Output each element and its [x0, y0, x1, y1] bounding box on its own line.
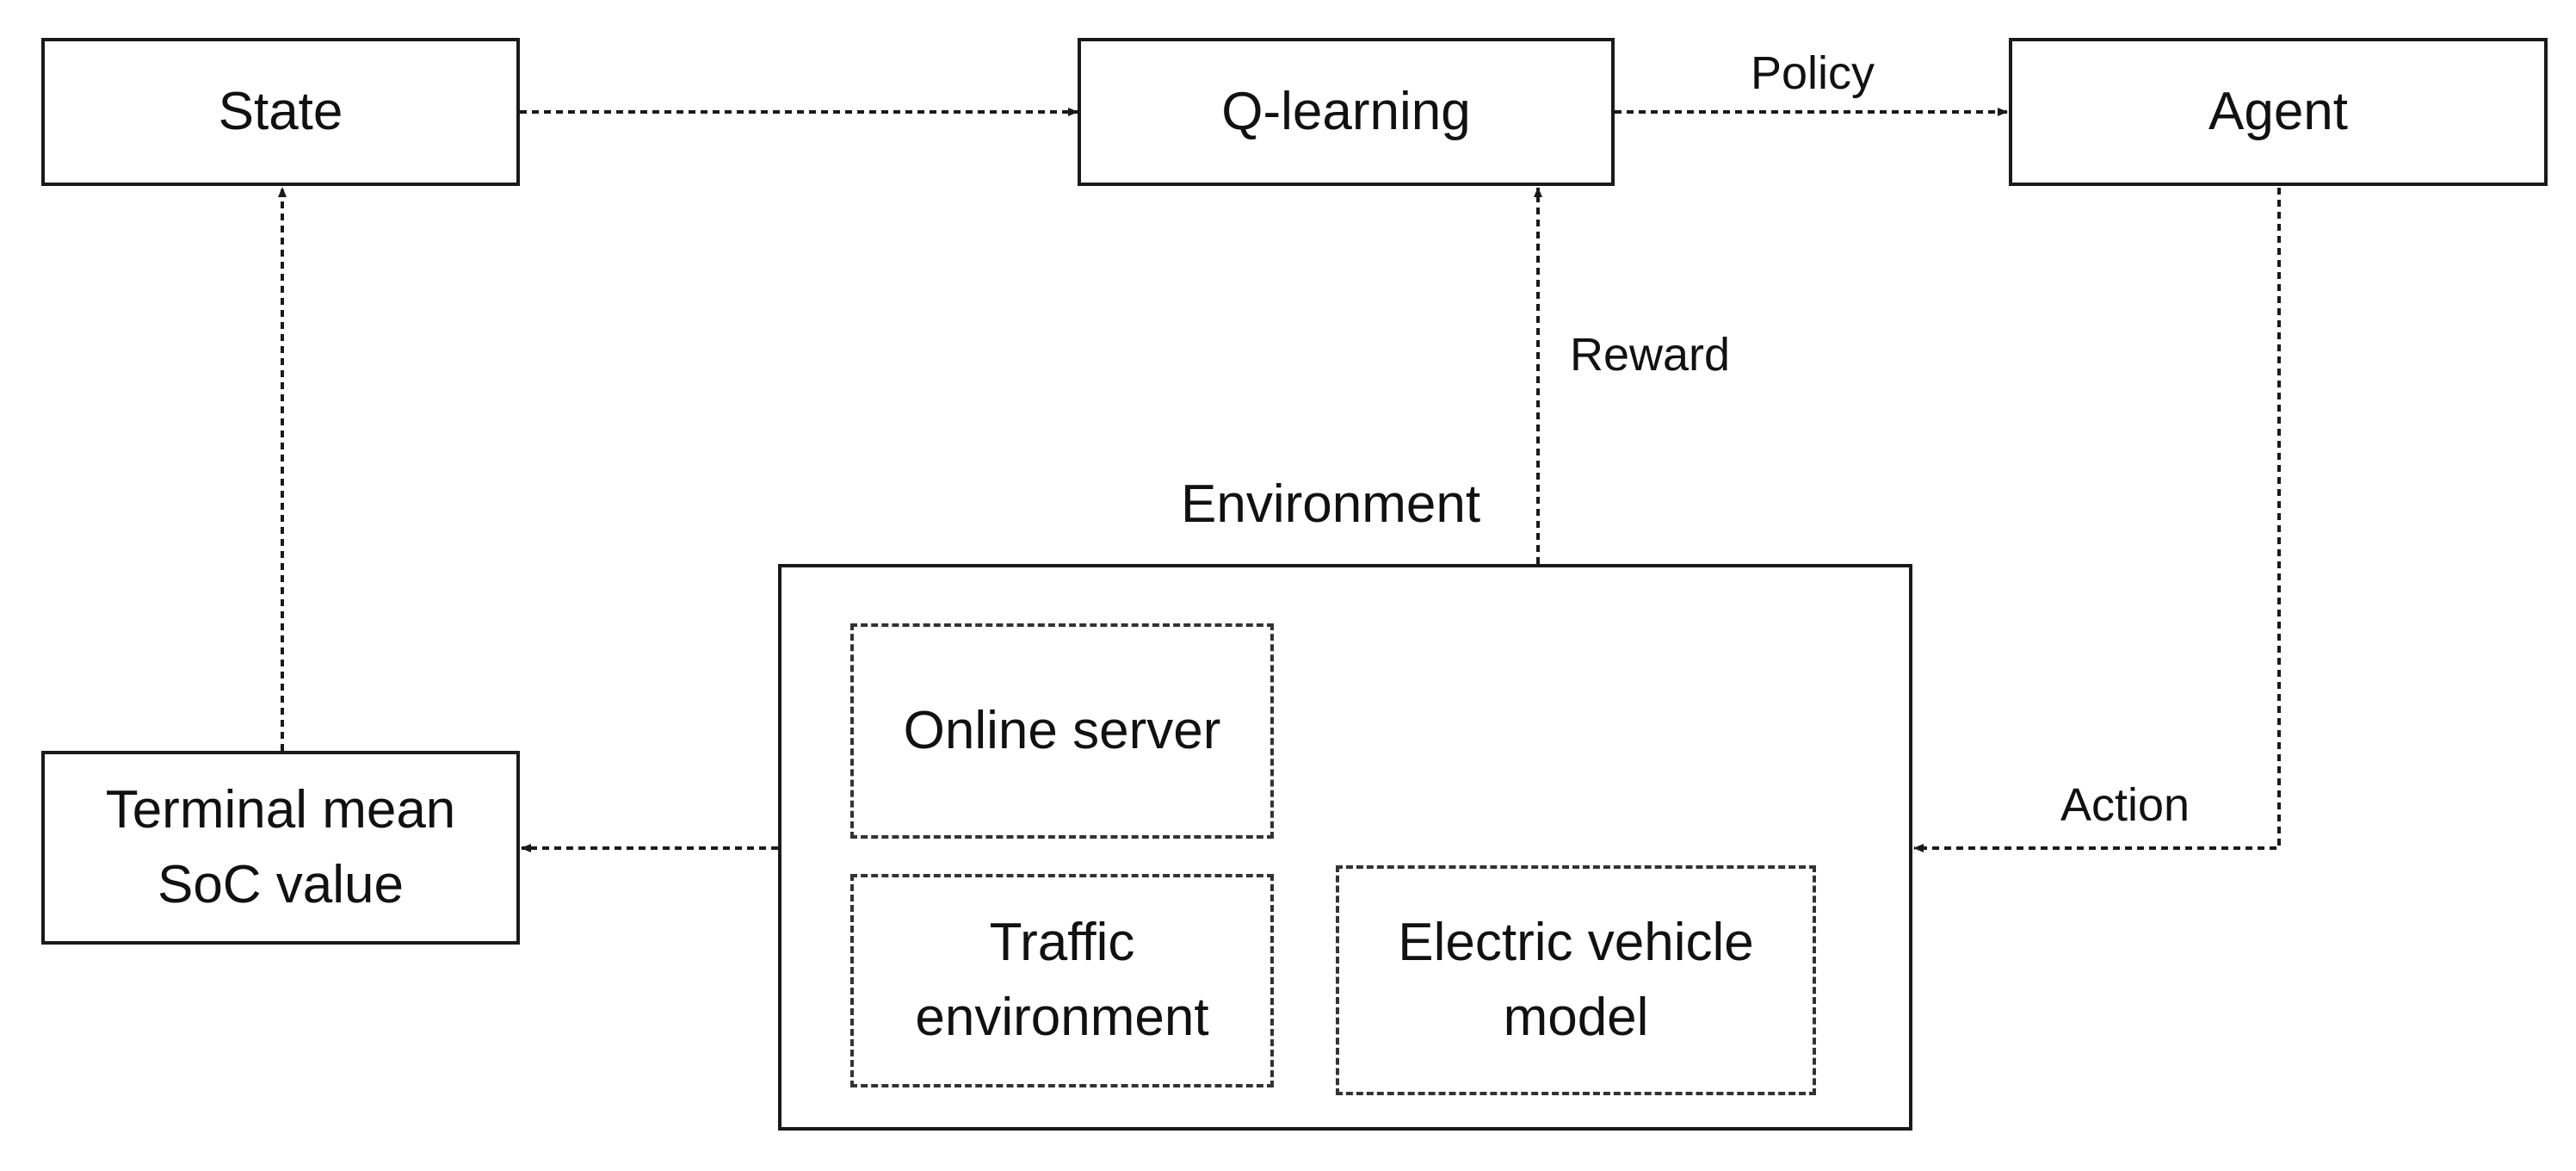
ev-model-label-line2: model: [1503, 987, 1649, 1047]
online-server-label: Online server: [903, 700, 1221, 760]
ev-model-box: Electric vehicle model: [1336, 865, 1816, 1095]
state-box: State: [41, 38, 520, 186]
terminal-soc-label-line1: Terminal mean: [105, 779, 456, 840]
agent-label: Agent: [2208, 81, 2349, 141]
agent-box: Agent: [2009, 38, 2548, 186]
ev-model-label-line1: Electric vehicle: [1398, 912, 1754, 972]
online-server-box: Online server: [850, 623, 1274, 839]
edge-agent-to-environment: [1913, 188, 2281, 852]
traffic-environment-label-line1: Traffic: [989, 913, 1135, 973]
state-label: State: [218, 81, 343, 141]
traffic-environment-label-line2: environment: [915, 988, 1209, 1047]
terminal-soc-box: Terminal mean SoC value: [41, 751, 520, 945]
reward-label: Reward: [1570, 329, 1731, 381]
terminal-soc-label-line2: SoC value: [157, 854, 405, 914]
traffic-environment-box: Traffic environment: [850, 874, 1274, 1087]
action-label: Action: [2060, 779, 2190, 831]
q-learning-box: Q-learning: [1078, 38, 1615, 186]
q-learning-label: Q-learning: [1221, 81, 1471, 141]
environment-title: Environment: [1181, 474, 1481, 534]
policy-label: Policy: [1751, 47, 1875, 99]
